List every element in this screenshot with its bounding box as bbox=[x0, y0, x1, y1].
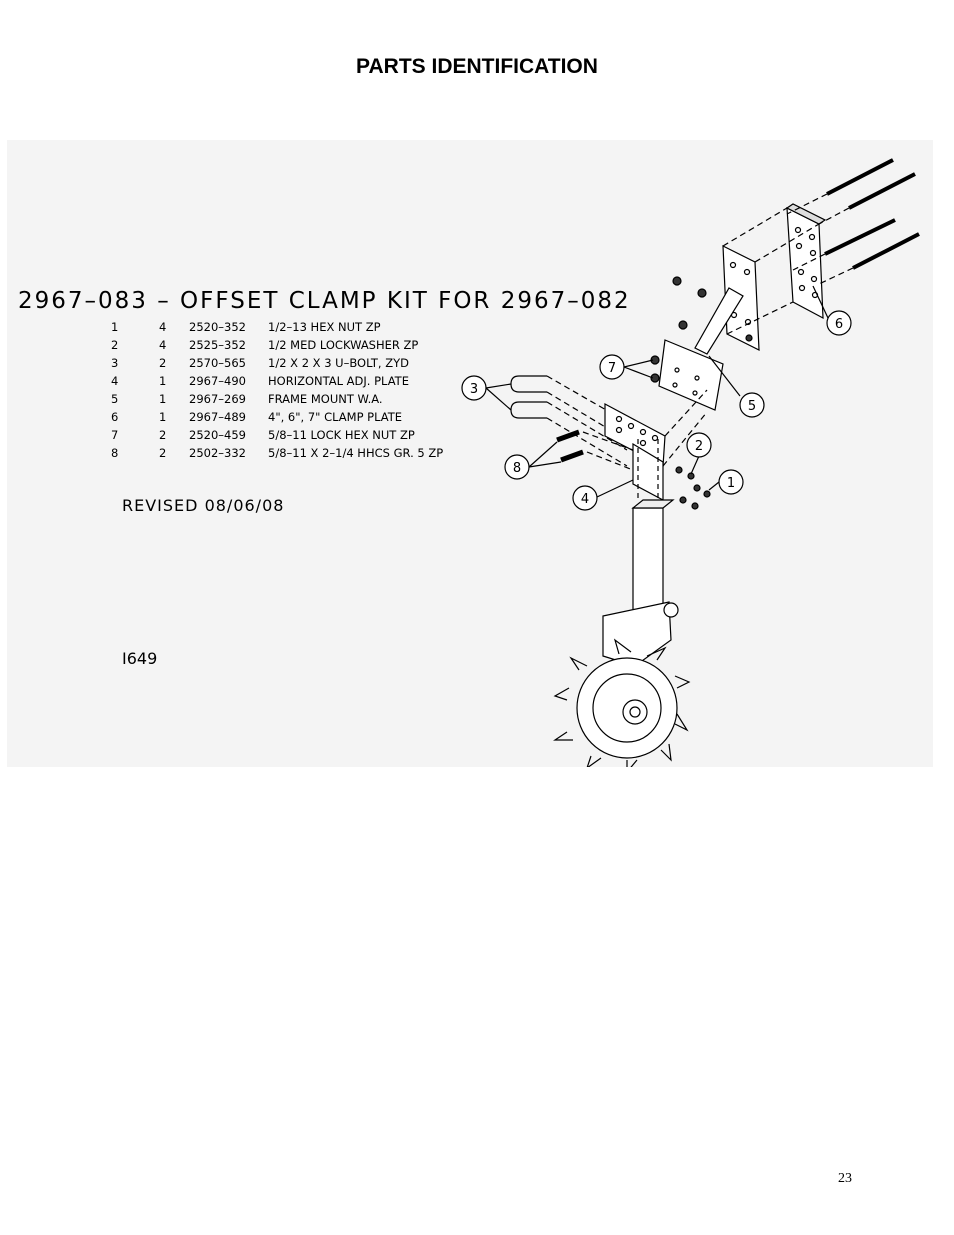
svg-text:4: 4 bbox=[581, 492, 589, 507]
drawing-number: I649 bbox=[122, 649, 158, 668]
part-qty: 1 bbox=[159, 392, 167, 406]
part-number: 2967–490 bbox=[189, 374, 246, 388]
exploded-view-diagram: 1 2 3 4 5 bbox=[461, 158, 920, 767]
callout-8: 8 bbox=[504, 441, 562, 480]
part-description: 5/8–11 LOCK HEX NUT ZP bbox=[268, 428, 415, 442]
part-number: 2520–352 bbox=[189, 320, 246, 334]
svg-text:5: 5 bbox=[748, 399, 756, 414]
part-qty: 2 bbox=[159, 446, 167, 460]
part-item-no: 1 bbox=[111, 320, 119, 334]
part-qty: 1 bbox=[159, 410, 167, 424]
callout-6: 6 bbox=[812, 285, 852, 336]
long-bolts bbox=[786, 158, 920, 285]
shank bbox=[631, 438, 675, 617]
callout-5: 5 bbox=[708, 355, 765, 418]
page-number: 23 bbox=[838, 1171, 852, 1186]
part-qty: 4 bbox=[159, 320, 167, 334]
part-description: 5/8–11 X 2–1/4 HHCS GR. 5 ZP bbox=[268, 446, 444, 460]
part-number: 2570–565 bbox=[189, 356, 246, 370]
part-description: 1/2–13 HEX NUT ZP bbox=[268, 320, 381, 334]
part-qty: 4 bbox=[159, 338, 167, 352]
callout-7: 7 bbox=[599, 354, 654, 380]
closing-wheel bbox=[553, 601, 691, 767]
svg-text:6: 6 bbox=[835, 317, 843, 332]
part-item-no: 7 bbox=[111, 428, 119, 442]
hex-bolts bbox=[556, 429, 634, 471]
part-item-no: 2 bbox=[111, 338, 119, 352]
part-description: FRAME MOUNT W.A. bbox=[268, 392, 383, 406]
parts-drawing: 1 2 3 4 5 bbox=[7, 140, 933, 767]
callout-4: 4 bbox=[572, 479, 634, 511]
frame-mount-part bbox=[658, 207, 820, 411]
callout-3: 3 bbox=[461, 375, 512, 411]
part-description: HORIZONTAL ADJ. PLATE bbox=[268, 374, 409, 388]
mount-nuts bbox=[650, 276, 753, 383]
svg-text:7: 7 bbox=[608, 361, 616, 376]
svg-text:3: 3 bbox=[470, 382, 478, 397]
kit-title: 2967–083 – OFFSET CLAMP KIT FOR 2967–082 bbox=[18, 288, 631, 314]
part-qty: 1 bbox=[159, 374, 167, 388]
part-number: 2520–459 bbox=[189, 428, 246, 442]
part-item-no: 5 bbox=[111, 392, 119, 406]
svg-text:2: 2 bbox=[695, 439, 703, 454]
nuts-and-washers bbox=[675, 466, 711, 510]
part-item-no: 8 bbox=[111, 446, 119, 460]
callout-1: 1 bbox=[708, 469, 744, 495]
part-number: 2502–332 bbox=[189, 446, 246, 460]
part-qty: 2 bbox=[159, 428, 167, 442]
part-item-no: 3 bbox=[111, 356, 119, 370]
part-description: 1/2 X 2 X 3 U–BOLT, ZYD bbox=[268, 356, 409, 370]
part-number: 2967–489 bbox=[189, 410, 246, 424]
part-description: 1/2 MED LOCKWASHER ZP bbox=[268, 338, 419, 352]
clamp-plate-part bbox=[785, 203, 827, 320]
revision-date: REVISED 08/06/08 bbox=[122, 496, 285, 515]
part-number: 2967–269 bbox=[189, 392, 246, 406]
part-qty: 2 bbox=[159, 356, 167, 370]
callout-2: 2 bbox=[686, 432, 712, 475]
part-number: 2525–352 bbox=[189, 338, 246, 352]
horizontal-adj-plate-part bbox=[604, 389, 708, 501]
part-item-no: 6 bbox=[111, 410, 119, 424]
callouts: 1 2 3 4 5 bbox=[461, 285, 852, 511]
part-description: 4", 6", 7" CLAMP PLATE bbox=[268, 410, 403, 424]
page-title: PARTS IDENTIFICATION bbox=[356, 55, 598, 78]
svg-text:8: 8 bbox=[513, 461, 521, 476]
part-item-no: 4 bbox=[111, 374, 119, 388]
svg-text:1: 1 bbox=[727, 476, 735, 491]
